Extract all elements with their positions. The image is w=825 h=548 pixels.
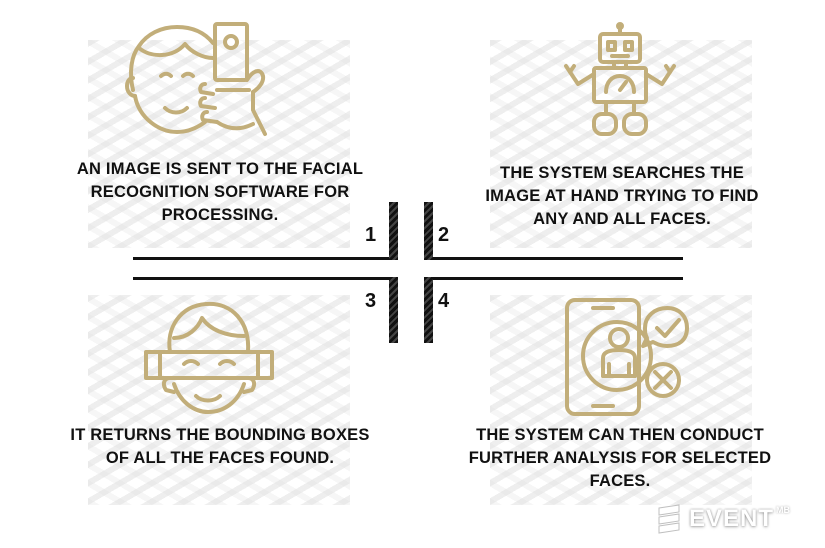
- logo-mark-icon: [658, 504, 680, 534]
- step-3-text: IT RETURNS THE BOUNDING BOXES OF ALL THE…: [70, 426, 370, 467]
- step-3-number: 3: [365, 290, 377, 312]
- face-photo-icon: [125, 18, 285, 138]
- phone-verification-icon: [563, 298, 693, 418]
- face-bounding-box-icon: [140, 298, 280, 416]
- divider-horizontal-top-left: [133, 257, 395, 260]
- divider-horizontal-bottom-right: [427, 277, 683, 280]
- divider-horizontal-top-right: [427, 257, 683, 260]
- step-1-text: AN IMAGE IS SENT TO THE FACIAL RECOGNITI…: [76, 160, 364, 224]
- step-4-text: THE SYSTEM CAN THEN CONDUCT FURTHER ANAL…: [468, 426, 772, 490]
- step-4-number: 4: [438, 290, 450, 312]
- robot-icon: [560, 22, 680, 140]
- step-2-number: 2: [438, 224, 450, 246]
- background-pattern-step-4: [490, 295, 752, 505]
- step-1-number: 1: [365, 224, 377, 246]
- divider-horizontal-bottom-left: [133, 277, 395, 280]
- divider-vertical-bottom-left: [389, 277, 398, 343]
- divider-vertical-top-right: [424, 202, 433, 260]
- step-2-text: THE SYSTEM SEARCHES THE IMAGE AT HAND TR…: [485, 164, 759, 228]
- divider-vertical-top-left: [389, 202, 398, 260]
- logo-word: EVENT: [689, 505, 775, 532]
- event-mb-logo: EVENT MB: [657, 499, 822, 539]
- logo-superscript: MB: [776, 505, 791, 515]
- divider-vertical-bottom-right: [424, 277, 433, 343]
